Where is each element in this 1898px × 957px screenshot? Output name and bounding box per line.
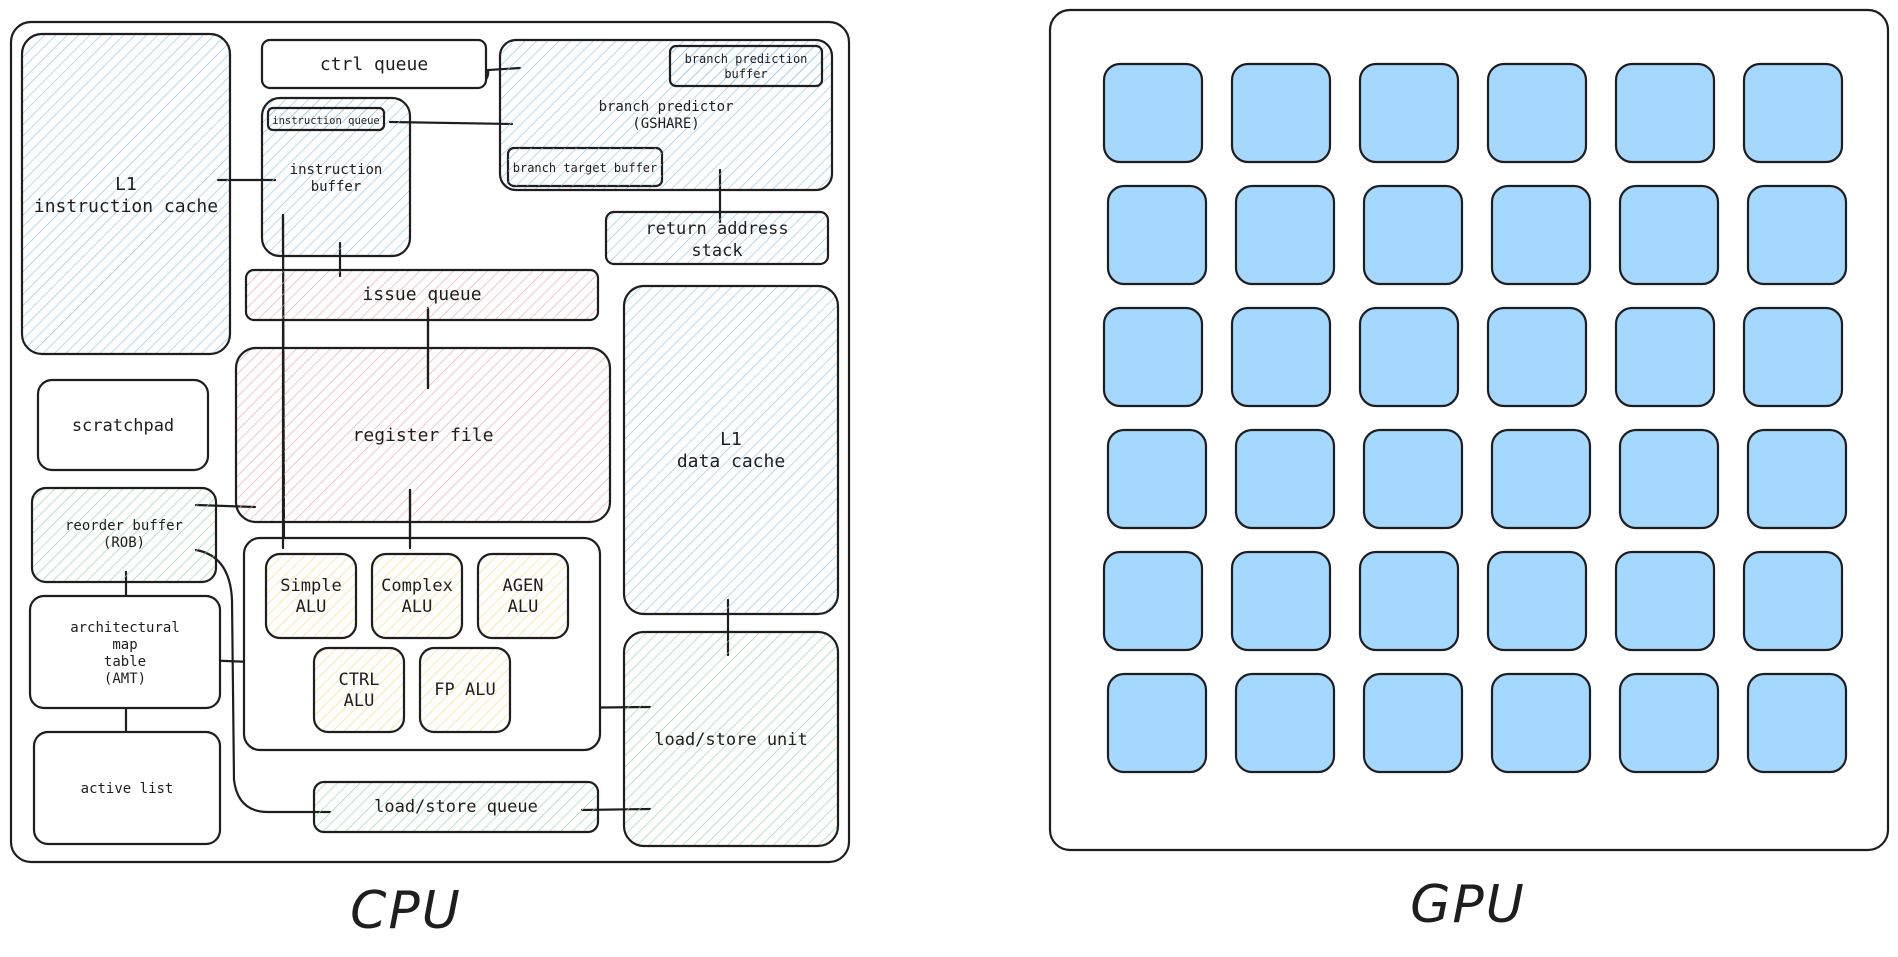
gpu-core [1486, 62, 1588, 164]
simple-alu-label-2: ALU [296, 597, 327, 617]
gpu-core [1746, 672, 1848, 774]
gpu-core [1358, 306, 1460, 408]
complex-alu-label-2: ALU [402, 597, 433, 617]
ctrl-alu: CTRL ALU [312, 646, 406, 734]
agen-alu-label: AGEN [503, 576, 544, 596]
gpu-core [1618, 184, 1720, 286]
register-file: register file [234, 346, 612, 524]
gpu-core [1742, 550, 1844, 652]
simple-alu: Simple ALU [264, 552, 358, 640]
amt-label-3: table [104, 654, 146, 670]
l1-instruction-cache-label-2: instruction cache [34, 196, 218, 217]
gpu-core [1362, 184, 1464, 286]
gpu-core [1234, 184, 1336, 286]
load-store-unit-label: load/store unit [654, 730, 808, 750]
amt-label-1: architectural [70, 620, 180, 636]
simple-alu-label: Simple [280, 576, 341, 596]
issue-queue: issue queue [244, 268, 600, 322]
gpu-core [1106, 184, 1208, 286]
return-address-stack-label-2: stack [691, 241, 742, 261]
branch-prediction-buffer: branch prediction buffer [668, 44, 824, 88]
active-list-label: active list [81, 781, 174, 797]
agen-alu: AGEN ALU [476, 552, 570, 640]
gpu-core-grid [1102, 62, 1848, 774]
gpu-core [1490, 672, 1592, 774]
gpu-core [1362, 428, 1464, 530]
gpu-core [1230, 306, 1332, 408]
l1-instruction-cache-label: L1 [115, 174, 137, 195]
gpu-core [1230, 62, 1332, 164]
gpu-core [1614, 62, 1716, 164]
load-store-queue: load/store queue [312, 780, 600, 834]
amt-label-2: map [112, 637, 137, 653]
gpu-core [1614, 306, 1716, 408]
gpu-core [1486, 306, 1588, 408]
issue-queue-label: issue queue [362, 284, 481, 305]
gpu-core [1490, 184, 1592, 286]
gpu-core [1230, 550, 1332, 652]
fp-alu: FP ALU [418, 646, 512, 734]
gpu-core [1746, 184, 1848, 286]
gpu-core [1234, 672, 1336, 774]
ctrl-queue: ctrl queue [260, 38, 488, 90]
branch-target-buffer: branch target buffer [506, 146, 664, 188]
l1-instruction-cache: L1 instruction cache [20, 32, 232, 356]
gpu-core [1234, 428, 1336, 530]
l1-data-cache-label: L1 [720, 429, 742, 450]
reorder-buffer-label: reorder buffer [65, 518, 183, 534]
instruction-buffer-label: instruction [290, 162, 383, 178]
instruction-queue-label: instruction queue [272, 115, 379, 127]
gpu-core [1746, 428, 1848, 530]
branch-predictor-label: branch predictor [599, 99, 734, 115]
fp-alu-label: FP ALU [434, 680, 495, 700]
branch-predictor-subtitle: (GSHARE) [632, 116, 699, 132]
gpu-core [1614, 550, 1716, 652]
architectural-map-table: architectural map table (AMT) [28, 594, 222, 710]
ctrl-alu-label: CTRL [339, 670, 380, 690]
gpu-core [1106, 428, 1208, 530]
return-address-stack-label: return address [645, 219, 788, 239]
gpu-core [1106, 672, 1208, 774]
l1-data-cache: L1 data cache [622, 284, 840, 616]
complex-alu: Complex ALU [370, 552, 464, 640]
branch-prediction-buffer-label-2: buffer [724, 67, 767, 81]
instruction-queue: instruction queue [266, 106, 386, 132]
return-address-stack: return address stack [604, 210, 830, 266]
gpu-core [1742, 62, 1844, 164]
gpu-caption: GPU [1410, 875, 1526, 935]
gpu-block: GPU [1048, 8, 1890, 935]
complex-alu-label: Complex [381, 576, 453, 596]
gpu-core [1486, 550, 1588, 652]
l1-data-cache-label-2: data cache [677, 451, 785, 472]
cpu-caption: CPU [350, 881, 462, 941]
gpu-core [1618, 672, 1720, 774]
cpu-block: ctrl queue branch predictor (GSHARE) bra… [9, 20, 851, 941]
load-store-unit: load/store unit [622, 630, 840, 848]
gpu-core [1102, 62, 1204, 164]
agen-alu-label-2: ALU [508, 597, 539, 617]
scratchpad-label: scratchpad [72, 416, 174, 436]
ctrl-queue-label: ctrl queue [320, 54, 428, 75]
instruction-buffer: instruction buffer [260, 96, 412, 258]
load-store-queue-label: load/store queue [374, 797, 538, 817]
reorder-buffer-label-2: (ROB) [103, 535, 145, 551]
gpu-core [1362, 672, 1464, 774]
gpu-core [1358, 62, 1460, 164]
register-file-label: register file [353, 425, 494, 446]
branch-prediction-buffer-label: branch prediction [685, 52, 808, 66]
gpu-core [1358, 550, 1460, 652]
branch-target-buffer-label: branch target buffer [513, 161, 658, 175]
scratchpad: scratchpad [36, 378, 210, 472]
gpu-core [1102, 306, 1204, 408]
amt-label-4: (AMT) [104, 671, 146, 687]
ctrl-alu-label-2: ALU [344, 691, 375, 711]
active-list: active list [32, 730, 222, 846]
gpu-core [1102, 550, 1204, 652]
gpu-core [1618, 428, 1720, 530]
gpu-core [1742, 306, 1844, 408]
gpu-core [1490, 428, 1592, 530]
instruction-buffer-label-2: buffer [311, 179, 362, 195]
reorder-buffer: reorder buffer (ROB) [30, 486, 218, 584]
